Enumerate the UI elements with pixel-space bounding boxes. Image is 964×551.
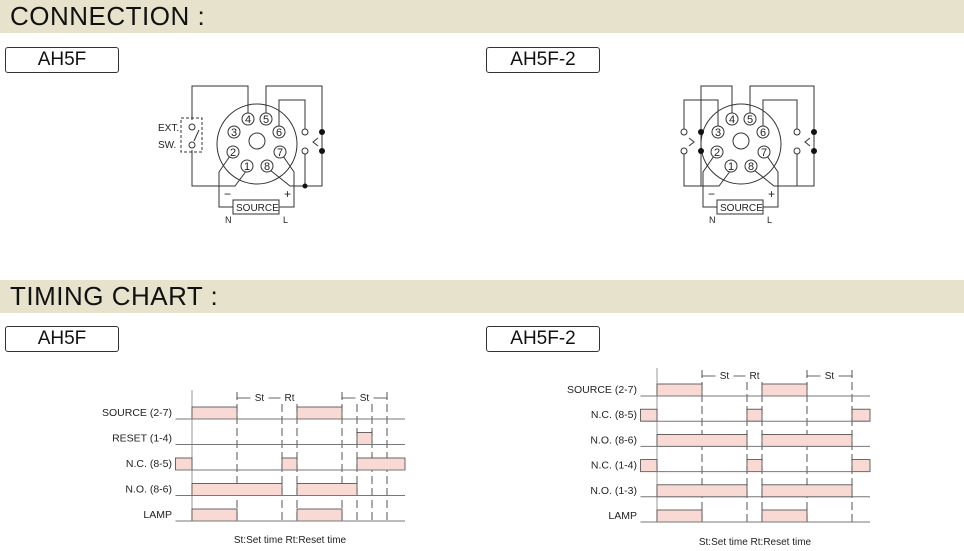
pin-4: 4 xyxy=(729,114,735,126)
signal-high-pulse xyxy=(851,459,871,473)
plus-sign: + xyxy=(768,187,775,201)
model-label-ah5f: AH5F xyxy=(5,47,119,73)
source-label: SOURCE xyxy=(236,203,279,214)
minus-sign: − xyxy=(224,187,231,201)
annotation-gap xyxy=(280,391,299,403)
pin-3: 3 xyxy=(231,127,237,139)
signal-high-pulse xyxy=(851,408,871,422)
signal-high-pulse xyxy=(175,457,193,471)
signal-high-pulse xyxy=(761,509,808,523)
signal-label: N.O. (8-6) xyxy=(125,484,172,496)
plus-sign: + xyxy=(284,187,291,201)
source-label: SOURCE xyxy=(720,203,763,214)
signal-label: SOURCE (2-7) xyxy=(567,384,637,396)
pin-1: 1 xyxy=(728,161,734,173)
timing-model-label-ah5f: AH5F xyxy=(5,326,119,352)
ext-label: EXT. xyxy=(158,123,179,134)
l-label: L xyxy=(283,215,288,225)
annotation-label: St xyxy=(720,371,730,382)
wiring-diagram-ah5f-2: SOURCE − + N L 1 2 3 4 5 6 7 8 xyxy=(680,85,817,225)
annotation-gap xyxy=(355,391,374,403)
pin-4: 4 xyxy=(245,114,251,126)
signal-high-pulse xyxy=(640,408,658,422)
annotation-gap xyxy=(250,391,269,403)
pin-7: 7 xyxy=(761,147,767,159)
signal-high-pulse xyxy=(296,483,358,496)
pin-5: 5 xyxy=(747,114,753,126)
wiring-diagram-ah5f: EXT. SW. SOURCE − + N L 1 2 3 4 5 6 7 8 xyxy=(158,85,325,225)
signal-label: N.O. (1-3) xyxy=(590,485,637,497)
timing-title: TIMING CHART : xyxy=(10,281,219,311)
connection-title: CONNECTION : xyxy=(10,1,206,31)
model-label-ah5f-2: AH5F-2 xyxy=(486,47,600,73)
pin-5: 5 xyxy=(263,114,269,126)
annotation-gap xyxy=(745,369,764,381)
l-label: L xyxy=(767,215,772,225)
pin-6: 6 xyxy=(760,127,766,139)
timing-caption: St:Set time Rt:Reset time xyxy=(699,537,812,548)
signal-high-pulse xyxy=(656,383,703,397)
signal-label: LAMP xyxy=(608,510,637,522)
signal-label: RESET (1-4) xyxy=(112,433,172,445)
signal-label: N.O. (8-6) xyxy=(590,434,637,446)
annotation-label: Rt xyxy=(285,393,295,404)
signal-high-pulse xyxy=(640,459,658,473)
timing-caption: St:Set time Rt:Reset time xyxy=(234,535,347,546)
pin-6: 6 xyxy=(276,127,282,139)
signal-high-pulse xyxy=(656,509,703,523)
timing-header: TIMING CHART : xyxy=(0,280,964,313)
signal-high-pulse xyxy=(191,483,283,496)
signal-high-pulse xyxy=(656,433,748,447)
signal-high-pulse xyxy=(761,383,808,397)
signal-high-pulse xyxy=(356,457,406,471)
minus-sign: − xyxy=(708,187,715,201)
connection-header: CONNECTION : xyxy=(0,0,964,33)
n-label: N xyxy=(225,215,232,225)
annotation-gap xyxy=(820,369,839,381)
signal-high-pulse xyxy=(356,432,373,445)
timing-chart-ah5f: SOURCE (2-7) RESET (1-4) N.C. (8-5) N.O. (8… xyxy=(102,390,406,546)
signal-high-pulse xyxy=(296,406,343,420)
timing-model-label-ah5f-2: AH5F-2 xyxy=(486,326,600,352)
pin-8: 8 xyxy=(748,161,754,173)
signal-label: SOURCE (2-7) xyxy=(102,407,172,419)
signal-label: N.C. (8-5) xyxy=(591,409,637,421)
signal-label: N.C. (1-4) xyxy=(591,460,637,472)
signal-high-pulse xyxy=(746,459,763,473)
signal-high-pulse xyxy=(296,508,343,522)
annotation-gap xyxy=(715,369,734,381)
pin-7: 7 xyxy=(277,147,283,159)
pin-2: 2 xyxy=(714,147,720,159)
pin-1: 1 xyxy=(244,161,250,173)
signal-label: LAMP xyxy=(143,509,172,521)
signal-high-pulse xyxy=(656,484,748,498)
signal-high-pulse xyxy=(761,433,853,447)
signal-high-pulse xyxy=(746,408,763,422)
annotation-label: Rt xyxy=(750,371,760,382)
signal-high-pulse xyxy=(281,457,298,471)
signal-high-pulse xyxy=(761,484,853,498)
pin-3: 3 xyxy=(715,127,721,139)
signal-high-pulse xyxy=(191,406,238,420)
sw-label: SW. xyxy=(158,140,176,151)
pin-2: 2 xyxy=(230,147,236,159)
signal-high-pulse xyxy=(191,508,238,522)
annotation-label: St xyxy=(360,393,370,404)
signal-label: N.C. (8-5) xyxy=(126,458,172,470)
pin-8: 8 xyxy=(264,161,270,173)
timing-chart-ah5f-2: SOURCE (2-7) N.C. (8-5) N.O. (8-6) N.C. (1-… xyxy=(567,368,871,548)
annotation-label: St xyxy=(255,393,265,404)
n-label: N xyxy=(709,215,716,225)
annotation-label: St xyxy=(825,371,835,382)
